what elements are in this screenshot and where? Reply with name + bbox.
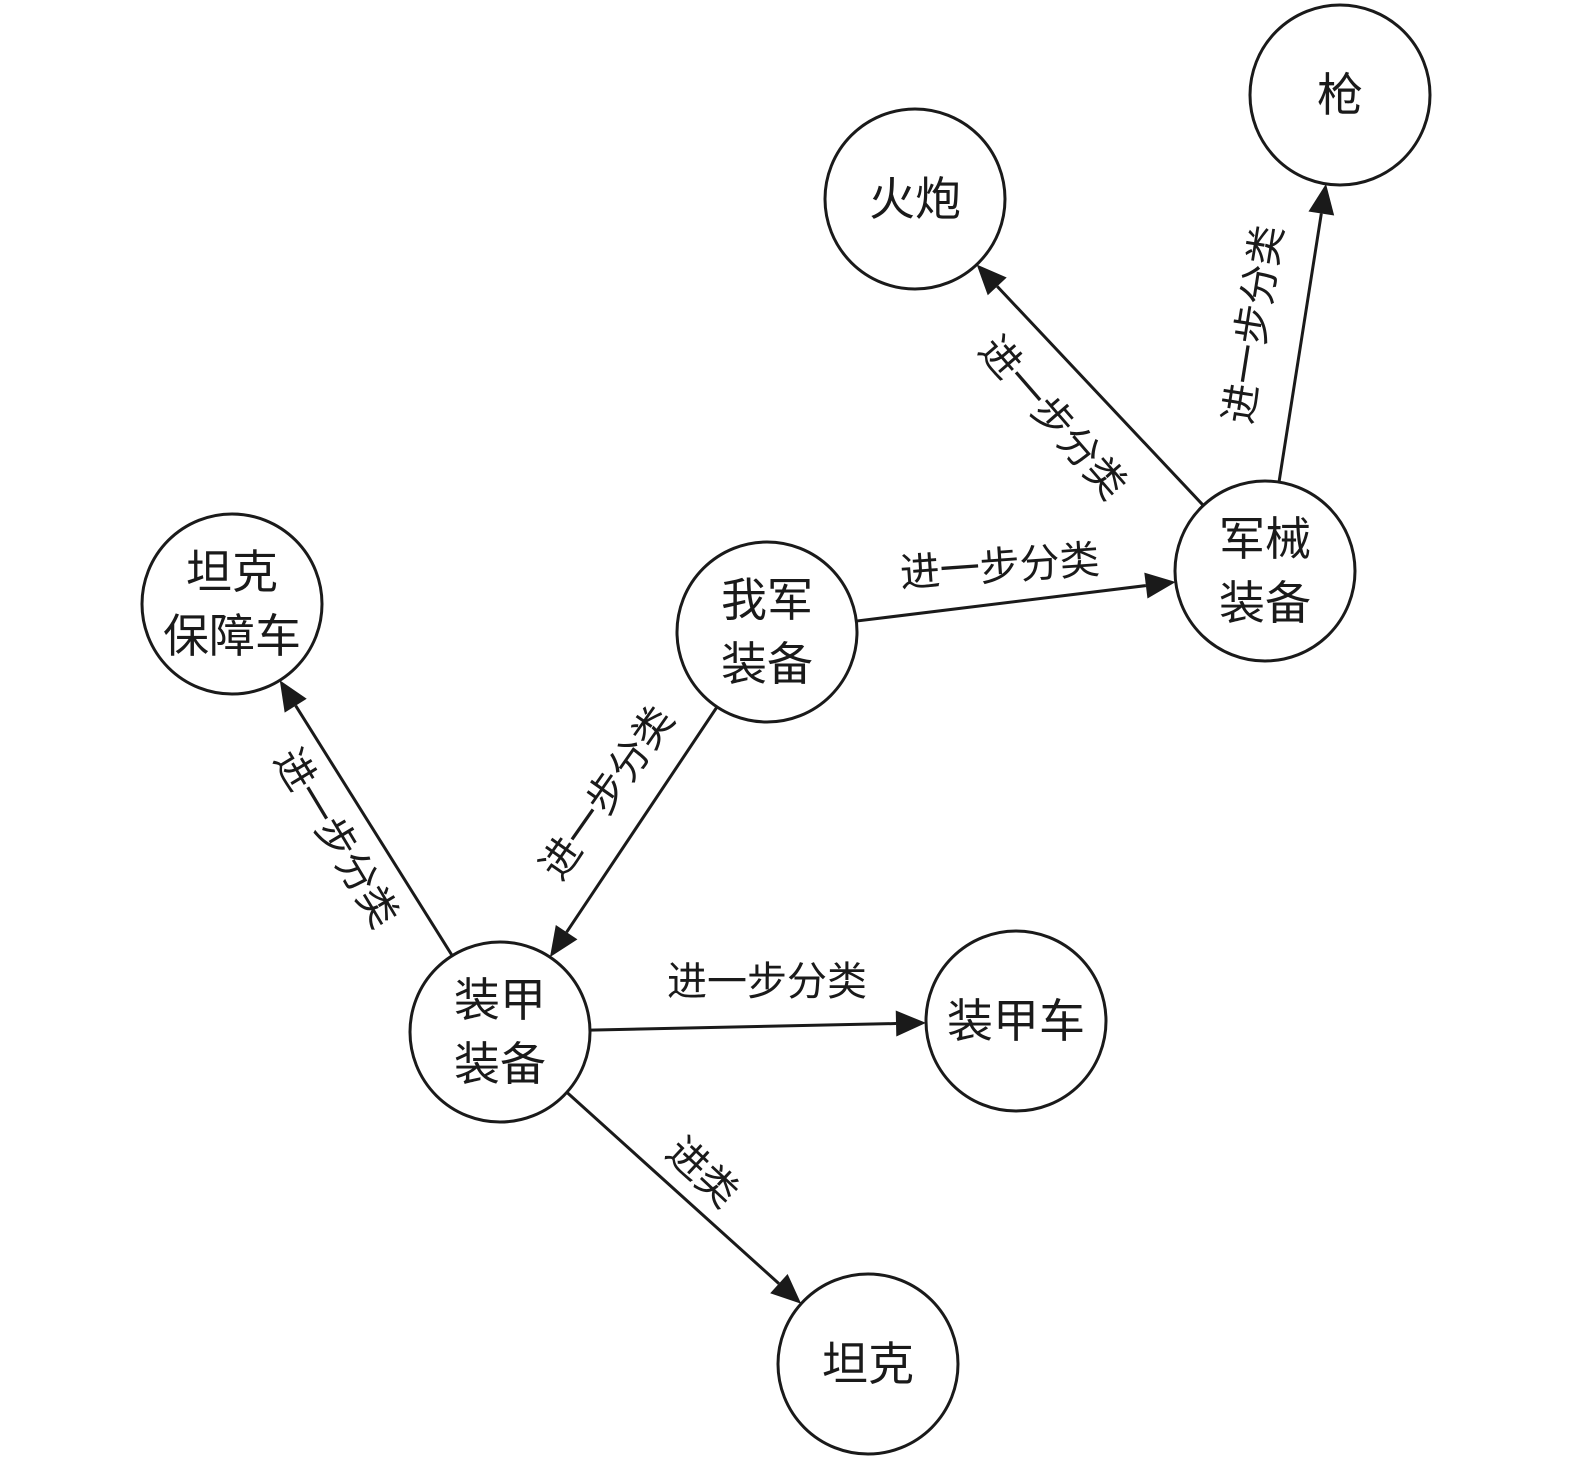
node-tank-support-vehicle-line-2: 保障车	[163, 609, 301, 663]
node-armored-equipment: 装甲 装备	[408, 940, 592, 1124]
node-armored-vehicle-line-1: 装甲车	[947, 994, 1085, 1048]
edge-line	[565, 1091, 780, 1285]
edge-armored_equipment-to-tank: 进类	[565, 1091, 802, 1304]
edge-ordnance-to-artillery: 进一步分类	[969, 264, 1205, 509]
edge-label: 进一步分类	[969, 327, 1135, 508]
node-ordnance: 军械 装备	[1173, 479, 1357, 663]
node-armored-equipment-line-2: 装备	[454, 1037, 546, 1091]
node-armored-vehicle: 装甲车	[924, 929, 1108, 1113]
arrowhead-icon	[1144, 572, 1176, 599]
edge-label: 进一步分类	[1216, 222, 1293, 427]
edge-line	[996, 285, 1205, 507]
node-artillery: 火炮	[823, 107, 1007, 291]
node-tank-line-1: 坦克	[822, 1337, 914, 1391]
node-ordnance-line-1: 军械	[1219, 512, 1311, 566]
edge-our_equipment-to-ordnance: 进一步分类	[856, 537, 1176, 623]
edge-armored_equipment-to-armored_vehicle: 进一步分类	[589, 959, 927, 1037]
node-armored-equipment-line-1: 装甲	[454, 973, 546, 1027]
edge-our_equipment-to-armored_equipment: 进一步分类	[531, 698, 719, 958]
node-gun-line-1: 枪	[1317, 68, 1363, 122]
arrowhead-icon	[1308, 183, 1335, 216]
edges-layer: 进一步分类进一步分类进一步分类进一步分类进一步分类进一步分类进类	[264, 183, 1335, 1304]
node-tank-support-vehicle-line-1: 坦克	[186, 545, 278, 599]
node-gun: 枪	[1248, 3, 1432, 187]
edge-line	[856, 584, 1147, 623]
node-our-equipment-line-2: 装备	[721, 637, 813, 691]
node-artillery-line-1: 火炮	[869, 172, 961, 226]
arrowhead-icon	[549, 924, 578, 958]
arrowhead-icon	[895, 1010, 927, 1037]
arrowhead-icon	[976, 264, 1007, 296]
edge-label: 进类	[657, 1129, 747, 1217]
edge-line	[589, 1022, 897, 1032]
edge-line	[294, 704, 454, 957]
edge-label: 进一步分类	[898, 537, 1101, 597]
node-tank: 坦克	[776, 1272, 960, 1456]
node-ordnance-line-2: 装备	[1219, 576, 1311, 630]
edge-label: 进一步分类	[667, 959, 867, 1005]
edge-armored_equipment-to-tank_support_vehicle: 进一步分类	[264, 680, 454, 957]
node-our-equipment-line-1: 我军	[721, 573, 813, 627]
arrowhead-icon	[279, 680, 307, 713]
edge-ordnance-to-gun: 进一步分类	[1216, 183, 1335, 483]
edge-line	[565, 706, 719, 934]
edge-line	[1277, 213, 1323, 483]
node-our-equipment: 我军 装备	[675, 540, 859, 724]
node-tank-support-vehicle: 坦克 保障车	[140, 512, 324, 696]
arrowhead-icon	[770, 1273, 802, 1304]
nodes-layer: 我军 装备 军械 装备 火炮 枪 装甲 装备 坦克 保障车 装甲	[140, 3, 1432, 1456]
